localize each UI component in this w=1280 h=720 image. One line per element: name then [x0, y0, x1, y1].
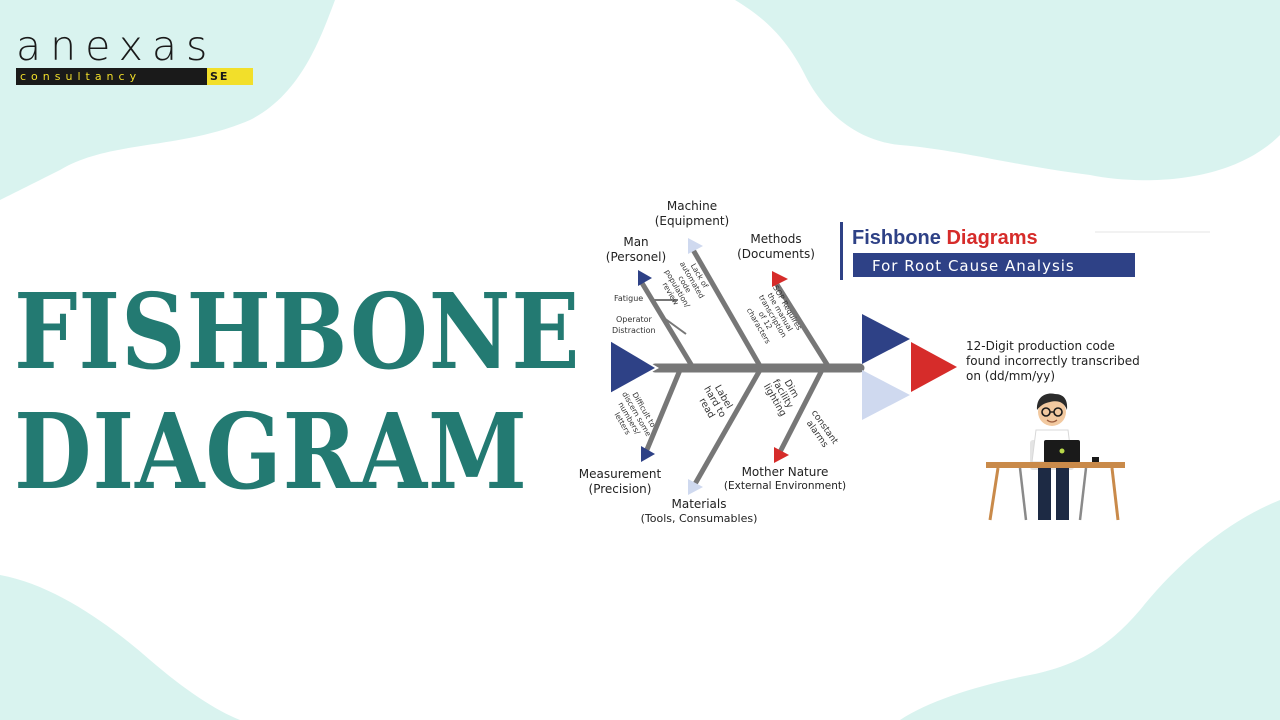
fish-head-navy	[862, 314, 910, 364]
marker-methods	[772, 271, 788, 287]
category-methods-line1: Methods	[750, 232, 801, 246]
logo-tagline: consultancy	[16, 68, 207, 85]
bg-blob-bottom-right	[900, 500, 1280, 720]
bone-machine	[689, 246, 763, 368]
bone-methods	[773, 281, 831, 368]
logo-tagline-bar: consultancy SE	[16, 68, 253, 85]
page-title: FISHBONE DIAGRAM	[14, 272, 580, 512]
bg-blob-top-right	[735, 0, 1280, 181]
marker-man	[638, 270, 652, 286]
cause-lack-automated: Lack of automated code population/ revie…	[655, 255, 715, 315]
cause-distraction-line2: Distraction	[612, 326, 656, 335]
fishbone-title-part1: Fishbone	[852, 227, 946, 249]
category-measurement-line1: Measurement	[579, 467, 662, 481]
fish-head-red	[911, 342, 957, 392]
category-man: Man(Personel)	[606, 235, 666, 264]
category-man-line1: Man	[623, 235, 648, 249]
bone-materials	[692, 368, 763, 486]
category-mother-nature-line2: (External Environment)	[724, 480, 846, 492]
category-materials-line2: (Tools, Consumables)	[641, 512, 758, 525]
category-man-line2: (Personel)	[606, 250, 666, 264]
fishbone-subtitle: For Root Cause Analysis	[872, 257, 1075, 275]
cause-distraction-line1: Operator	[616, 315, 653, 324]
category-measurement: Measurement(Precision)	[579, 467, 662, 496]
marker-materials	[688, 479, 703, 495]
category-materials: Materials(Tools, Consumables)	[641, 497, 758, 525]
category-materials-line1: Materials	[671, 497, 726, 511]
bg-blob-top-left	[0, 0, 335, 200]
bone-distraction-branch	[663, 317, 687, 335]
cause-dim: Dim facility lighting	[761, 372, 806, 418]
anexas-logo: anexas consultancy SE	[16, 24, 256, 88]
subtitle-banner	[853, 253, 1135, 277]
cause-fatigue: Fatigue	[614, 294, 643, 303]
effect-line2: found incorrectly transcribed	[966, 354, 1140, 368]
category-methods-line2: (Documents)	[737, 247, 815, 261]
cause-alarms: constant alarms	[801, 408, 841, 454]
fish-tail	[609, 338, 660, 396]
title-line-2: DIAGRAM	[14, 390, 528, 513]
bone-mother-nature	[777, 368, 825, 454]
category-machine-line1: Machine	[667, 199, 717, 213]
bone-man	[639, 281, 695, 368]
person-at-desk-illustration	[986, 393, 1125, 521]
effect-line1: 12-Digit production code	[966, 339, 1115, 353]
marker-mother-nature	[774, 447, 789, 463]
title-line-1: FISHBONE	[14, 270, 581, 393]
category-machine: Machine(Equipment)	[655, 199, 730, 228]
title-accent-bar	[840, 222, 843, 280]
fishbone-title: Fishbone Diagrams	[852, 227, 1038, 249]
category-methods: Methods(Documents)	[737, 232, 815, 261]
category-measurement-line2: (Precision)	[589, 482, 652, 496]
effect-statement: 12-Digit production code found incorrect…	[966, 339, 1144, 383]
logo-suffix: SE	[207, 68, 253, 85]
category-mother-nature-line1: Mother Nature	[742, 465, 829, 479]
logo-wordmark: anexas	[16, 22, 217, 70]
bone-measurement	[643, 369, 683, 453]
fish-head-light	[862, 370, 910, 420]
category-machine-line2: (Equipment)	[655, 214, 730, 228]
fishbone-title-part2: Diagrams	[946, 227, 1037, 249]
category-mother-nature: Mother Nature(External Environment)	[724, 465, 846, 492]
cause-sop: SOP Requires the manual transcription of…	[742, 284, 805, 351]
marker-measurement	[641, 446, 655, 462]
marker-machine	[688, 238, 703, 254]
bg-blob-bottom-left	[0, 575, 240, 720]
effect-line3: on (dd/mm/yy)	[966, 369, 1055, 383]
